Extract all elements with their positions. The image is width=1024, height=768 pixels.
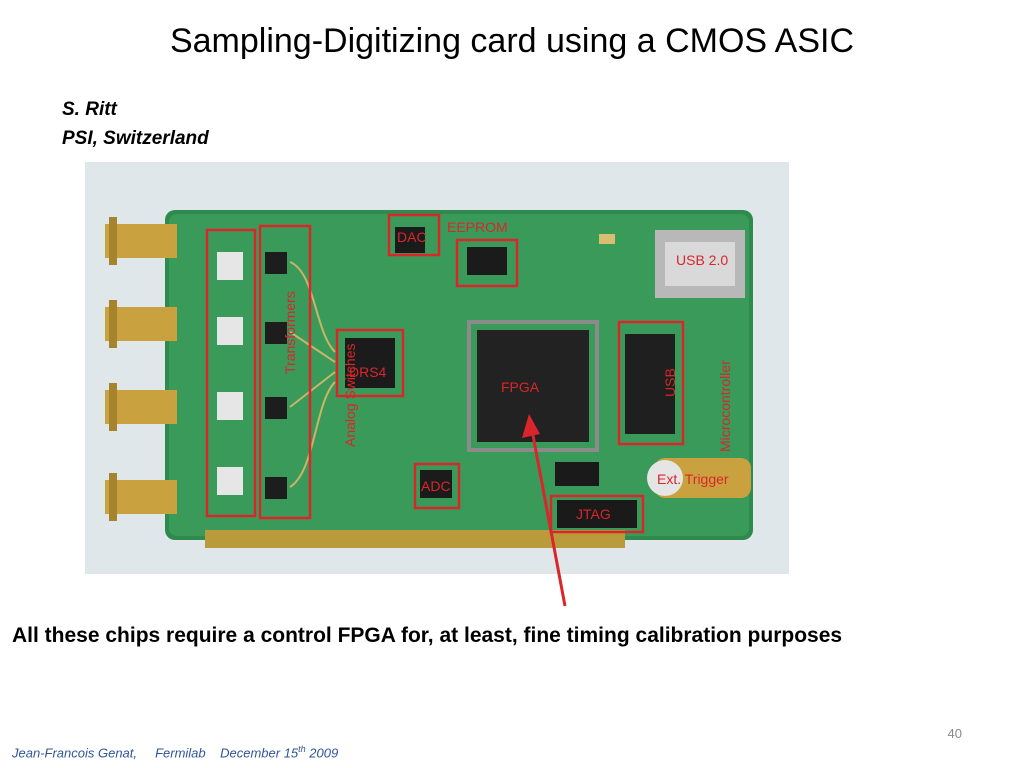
footer-venue: Fermilab	[155, 745, 206, 761]
drs4-label: DRS4	[349, 364, 387, 380]
sma-connector-icon	[105, 217, 177, 521]
footer-date-sup: th	[298, 744, 306, 754]
jtag-box	[549, 494, 645, 534]
drs4-box	[335, 328, 405, 398]
slide-title: Sampling-Digitizing card using a CMOS AS…	[169, 22, 855, 60]
footer-date-year: 2009	[309, 745, 339, 761]
transformers-label: Transformers	[282, 291, 298, 374]
usb-microcontroller-box	[617, 320, 685, 446]
eeprom-label: EEPROM	[447, 219, 508, 235]
analog-switches-box	[258, 224, 312, 520]
slide-footer: Jean-Francois Genat, Fermilab December 1…	[12, 744, 338, 760]
author-block: S. Ritt PSI, Switzerland	[62, 95, 209, 153]
fpga-label: FPGA	[501, 379, 540, 395]
jtag-label: JTAG	[576, 506, 611, 522]
analog-switches-label: Analog Switches	[342, 343, 358, 447]
transformers-box	[205, 228, 257, 518]
usb-micro-label-2: Microcontroller	[717, 360, 733, 452]
ext-trigger-label: Ext. Trigger	[657, 471, 729, 487]
dac-box	[387, 213, 441, 257]
page-number: 40	[947, 726, 962, 741]
author-name: S. Ritt	[62, 99, 117, 120]
dac-label: DAC	[397, 229, 427, 245]
usb-micro-label-1: USB	[662, 368, 678, 397]
footer-date-prefix: December 15	[220, 745, 299, 761]
eeprom-box	[455, 238, 519, 288]
footer-author: Jean-Francois Genat,	[12, 745, 138, 761]
adc-box	[413, 462, 461, 510]
author-affiliation: PSI, Switzerland	[62, 128, 209, 149]
slide-caption: All these chips require a control FPGA f…	[12, 624, 843, 647]
arrow-icon	[522, 414, 567, 607]
adc-label: ADC	[421, 478, 451, 494]
usb2-label: USB 2.0	[676, 252, 728, 268]
board-photo: DAC EEPROM USB 2.0 Transformers Analog S…	[85, 162, 789, 574]
